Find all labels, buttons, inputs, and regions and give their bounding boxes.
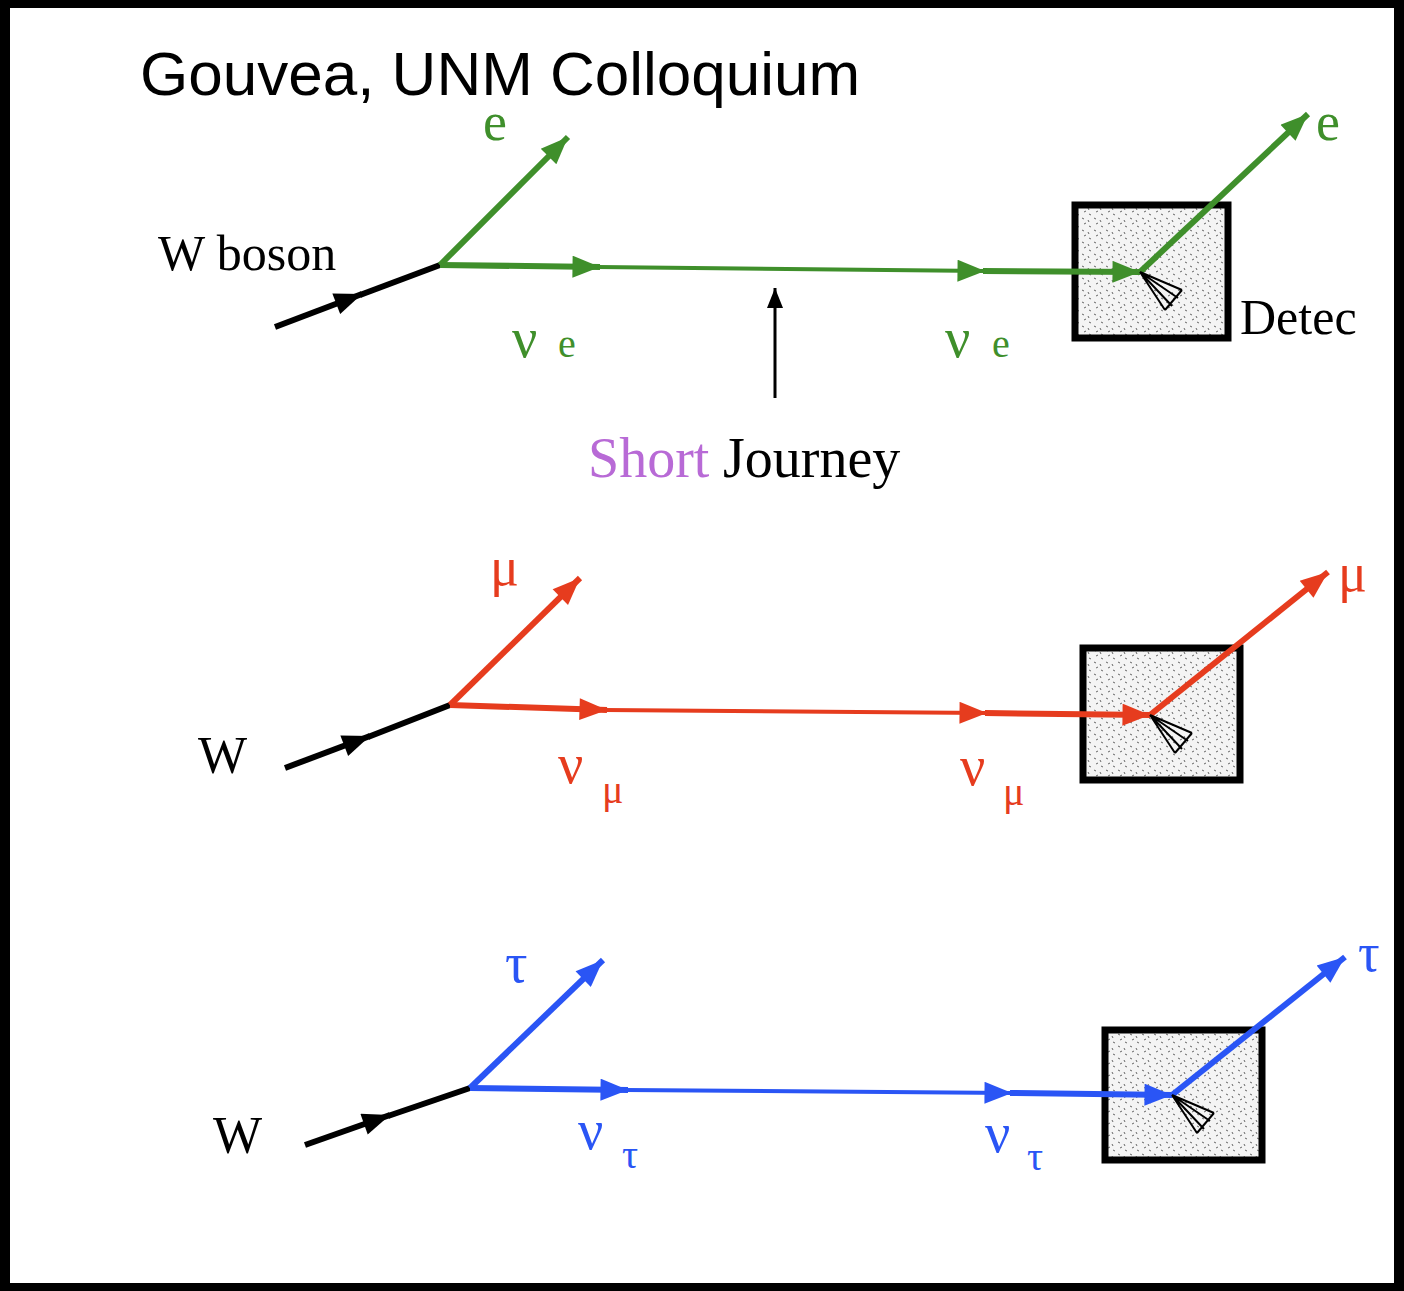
tau-row	[305, 957, 1345, 1160]
neutrino-symbol: ν	[578, 1102, 603, 1158]
particle-label: τ	[505, 935, 528, 991]
particle-label: τ	[1358, 926, 1380, 980]
flavour-subscript: τ	[622, 1135, 638, 1175]
flavour-subscript: μ	[1003, 772, 1024, 812]
neutrino-symbol: ν	[985, 1105, 1010, 1161]
neutrino-symbol: ν	[960, 738, 985, 794]
particle-label: e	[1316, 95, 1340, 149]
neutrino-symbol: ν	[512, 310, 537, 366]
particle-label: e	[483, 95, 507, 149]
particle-label: μ	[1338, 546, 1367, 600]
boson-label: W	[213, 1110, 262, 1162]
flavour-subscript: τ	[1027, 1137, 1043, 1177]
flavour-subscript: μ	[602, 770, 623, 810]
flavour-subscript: e	[992, 324, 1010, 364]
neutrino-symbol: ν	[945, 310, 970, 366]
electron-row	[275, 114, 1308, 398]
journey-label: Short	[588, 430, 709, 486]
particle-label: μ	[490, 540, 519, 594]
neutrino-symbol: ν	[558, 736, 583, 792]
detector-label: Detec	[1240, 292, 1357, 342]
boson-label: W boson	[158, 228, 336, 278]
page-ground	[10, 8, 1394, 1283]
flavour-subscript: e	[558, 324, 576, 364]
journey-label: Journey	[723, 430, 900, 486]
muon-row	[285, 572, 1328, 780]
boson-label: W	[198, 730, 247, 782]
